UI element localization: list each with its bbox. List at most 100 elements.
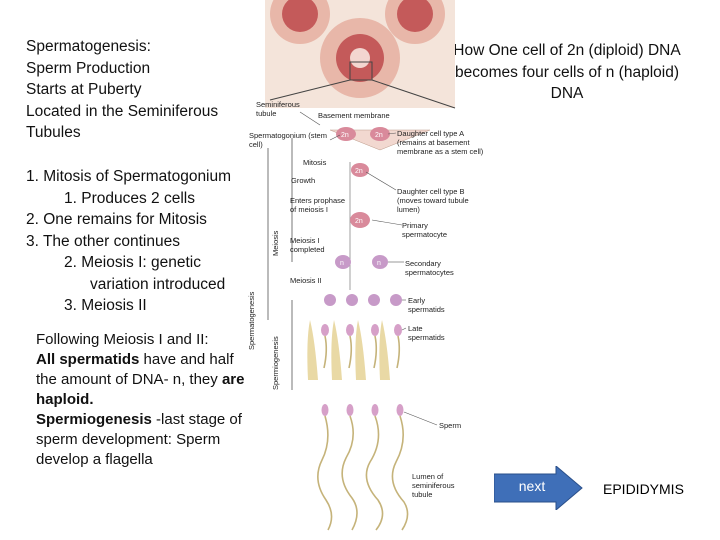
sperm-head [321, 404, 329, 416]
daughter-cell-a [370, 127, 390, 141]
pointer-line [403, 411, 438, 426]
tubule-cross-sections [265, 0, 456, 109]
next-button-label: next [518, 478, 546, 494]
tubule-lumen [282, 0, 318, 32]
cell-label: 2n [355, 168, 363, 175]
label-early-spermatids: Early spermatids [408, 296, 445, 314]
early-spermatid [390, 294, 402, 306]
title-line: Starts at Puberty [26, 81, 142, 98]
following-text: have and half the amount of DNA- n, they [36, 351, 234, 388]
late-spermatid [321, 324, 329, 336]
late-spermatid [371, 324, 379, 336]
label-daughter-b: Daughter cell type B (moves toward tubul… [397, 187, 469, 214]
early-spermatid [346, 294, 358, 306]
title-line: Tubules [26, 124, 81, 141]
step-item: 3. Meiosis II [64, 297, 147, 314]
late-spermatid [346, 324, 354, 336]
sperm-tail [391, 415, 409, 531]
pointer-line [371, 219, 403, 226]
zoom-box [349, 61, 373, 81]
pointer-line [387, 132, 397, 135]
epididymis-label: EPIDIDYMIS [603, 481, 684, 497]
following-line: Following Meiosis I and II: [36, 331, 209, 348]
label-primary-spermatocyte: Primary spermatocyte [402, 221, 448, 239]
early-spermatid [324, 294, 336, 306]
next-arrow-icon [493, 464, 583, 512]
main-title: Spermatogenesis: Sperm Production Starts… [26, 36, 256, 144]
zoom-line [371, 79, 456, 109]
late-spermatid [394, 324, 402, 336]
tubule-center [350, 48, 370, 68]
sertoli-cells [307, 320, 390, 380]
label-sperm: Sperm [439, 421, 462, 430]
pointer-line [299, 111, 321, 126]
tubule-lumen [397, 0, 433, 32]
following-bold: Spermiogenesis [36, 411, 152, 428]
label-spermatogonium: Spermatogonium (stem cell) [249, 131, 327, 149]
sertoli-cell [331, 320, 342, 380]
cell-label: 2n [355, 218, 363, 225]
primary-spermatocyte-cell [350, 212, 370, 228]
late-spermatid-tail [373, 335, 378, 369]
step-item: 1. Produces 2 cells [64, 189, 195, 207]
early-spermatid [368, 294, 380, 306]
label-growth: Growth [291, 176, 316, 185]
label-mitosis: Mitosis [303, 158, 327, 167]
sperm-cells [317, 404, 409, 531]
sperm-tail [317, 415, 333, 531]
step-item: 1. Mitosis of Spermatogonium [26, 168, 232, 185]
sertoli-cell [379, 320, 390, 380]
label-daughter-a: Daughter cell type A (remains at basemen… [397, 129, 484, 156]
cell-label: n [340, 260, 344, 267]
following-paragraph: Following Meiosis I and II: All spermati… [36, 330, 246, 470]
step-item: 3. The other continues [26, 232, 180, 250]
cell-label: n [377, 260, 381, 267]
sperm-head [396, 404, 404, 416]
label-enters-prophase: Enters prophase of meiosis I [290, 196, 346, 214]
diploid-cells: 2n 2n 2n 2n [336, 127, 390, 228]
cell-label: 2n [375, 132, 383, 139]
late-spermatid-tail [348, 335, 353, 369]
following-bold: All spermatids [36, 351, 140, 368]
late-spermatid-tail [396, 335, 401, 369]
cell-label: 2n [341, 132, 349, 139]
title-line: Spermatogenesis: [26, 38, 151, 55]
title-line: Located in the Seminiferous [26, 102, 219, 120]
right-title: How One cell of 2n (diploid) DNA becomes… [453, 42, 681, 102]
label-meiosis-i-completed: Meiosis I completed [290, 236, 325, 254]
daughter-cell-b [351, 163, 369, 177]
late-spermatids [321, 324, 402, 369]
early-spermatids [324, 294, 402, 306]
secondary-cell [372, 255, 388, 269]
secondary-cell [335, 255, 351, 269]
sperm-head [371, 404, 379, 416]
label-late-spermatids: Late spermatids [408, 324, 445, 342]
sperm-head [346, 404, 354, 416]
secondary-spermatocytes: n n [335, 255, 388, 269]
title-line: Sperm Production [26, 59, 151, 77]
pointer-line [329, 134, 341, 141]
spermatogenesis-diagram: 2n 2n 2n 2n n n [265, 0, 456, 531]
label-lumen: Lumen of seminiferous tubule [412, 472, 455, 499]
sertoli-cell [307, 320, 318, 380]
label-meiosis-ii: Meiosis II [290, 276, 322, 285]
step-item: 2. Meiosis I: genetic [64, 254, 201, 271]
sertoli-cell [355, 320, 366, 380]
steps-list: 1. Mitosis of Spermatogonium 1. Produces… [26, 166, 262, 317]
spermatogonium-cell [336, 127, 356, 141]
arrow-shape [493, 464, 583, 512]
pointer-line [365, 171, 397, 191]
zoom-line [269, 79, 351, 101]
label-secondary-spermatocytes: Secondary spermatocytes [405, 259, 454, 277]
next-button[interactable]: next [493, 464, 584, 512]
late-spermatid-tail [323, 335, 328, 369]
label-seminiferous-tubule: Seminiferous tubule [256, 100, 300, 118]
pointer-line [401, 327, 407, 331]
step-item: 2. One remains for Mitosis [26, 211, 207, 228]
following-text: -last stage of sperm development: Sperm … [36, 411, 242, 468]
following-bold: are haploid. [36, 371, 245, 408]
label-basement-membrane: Basement membrane [318, 111, 390, 120]
sperm-tail [365, 415, 384, 531]
step-item: variation introduced [90, 275, 226, 293]
